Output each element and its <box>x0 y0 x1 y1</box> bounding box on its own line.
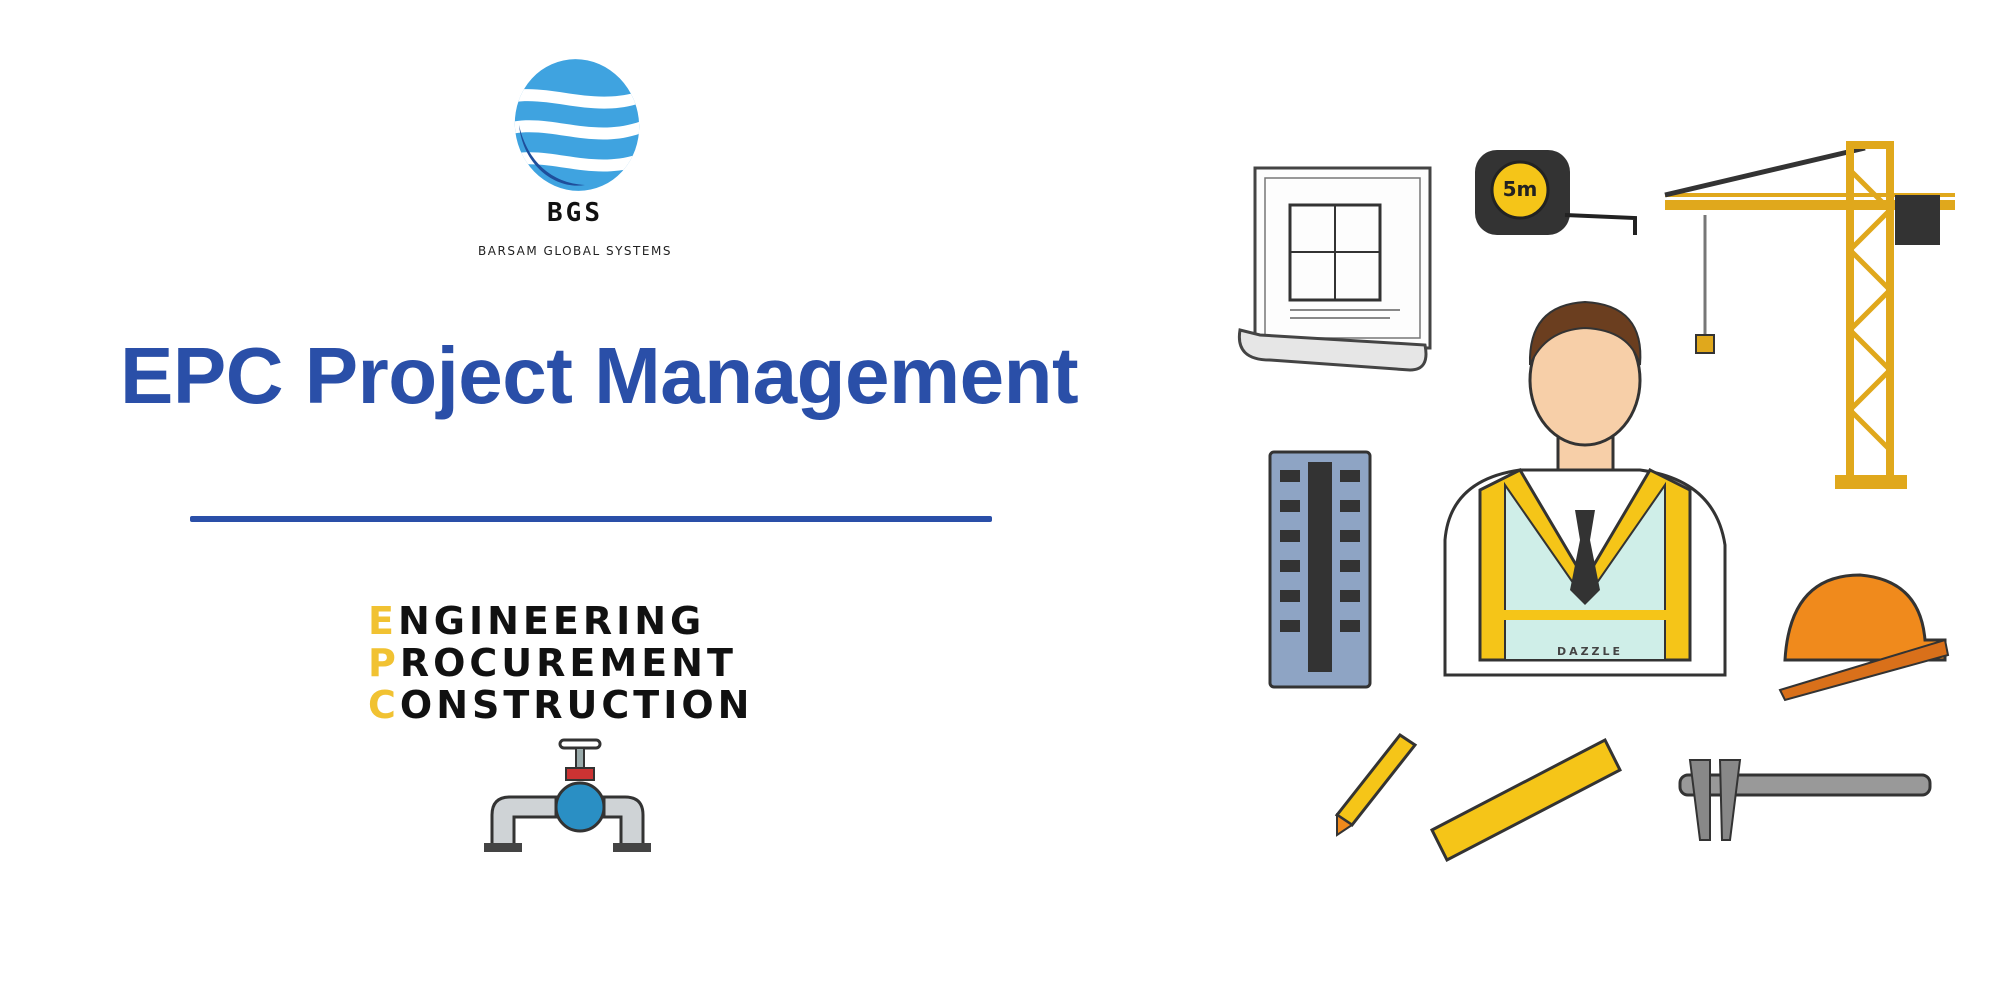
caliper-icon <box>1678 759 1932 841</box>
blueprint-icon <box>1237 166 1432 372</box>
epc-line-procurement: PROCUREMENT <box>368 642 753 684</box>
pencil-icon <box>1334 732 1418 837</box>
valve-icon <box>484 738 651 852</box>
engineer-icon <box>1443 300 1727 677</box>
epc-line-engineering: ENGINEERING <box>368 600 753 642</box>
tower-crane-icon <box>1664 141 1955 489</box>
epc-rest: ONSTRUCTION <box>399 683 754 727</box>
vest-label: DAZZLE <box>1556 645 1624 658</box>
epc-rest: ROCUREMENT <box>399 641 737 685</box>
brand-abbreviation: BGS <box>547 198 603 228</box>
ruler-icon <box>1429 737 1623 863</box>
epc-acronym: ENGINEERING PROCUREMENT CONSTRUCTION <box>368 600 753 726</box>
epc-rest: NGINEERING <box>397 599 706 643</box>
epc-initial: C <box>368 683 400 727</box>
hard-hat-icon <box>1778 573 1950 702</box>
brand-name: BARSAM GLOBAL SYSTEMS <box>478 244 672 258</box>
bgs-logo-icon <box>505 55 645 195</box>
title-divider <box>190 516 992 522</box>
epc-initial: P <box>368 641 400 685</box>
page-title: EPC Project Management <box>120 331 1079 420</box>
epc-line-construction: CONSTRUCTION <box>368 684 753 726</box>
epc-initial: E <box>368 599 398 643</box>
tape-measure-label: 5m <box>1502 177 1538 201</box>
building-icon <box>1268 450 1372 689</box>
